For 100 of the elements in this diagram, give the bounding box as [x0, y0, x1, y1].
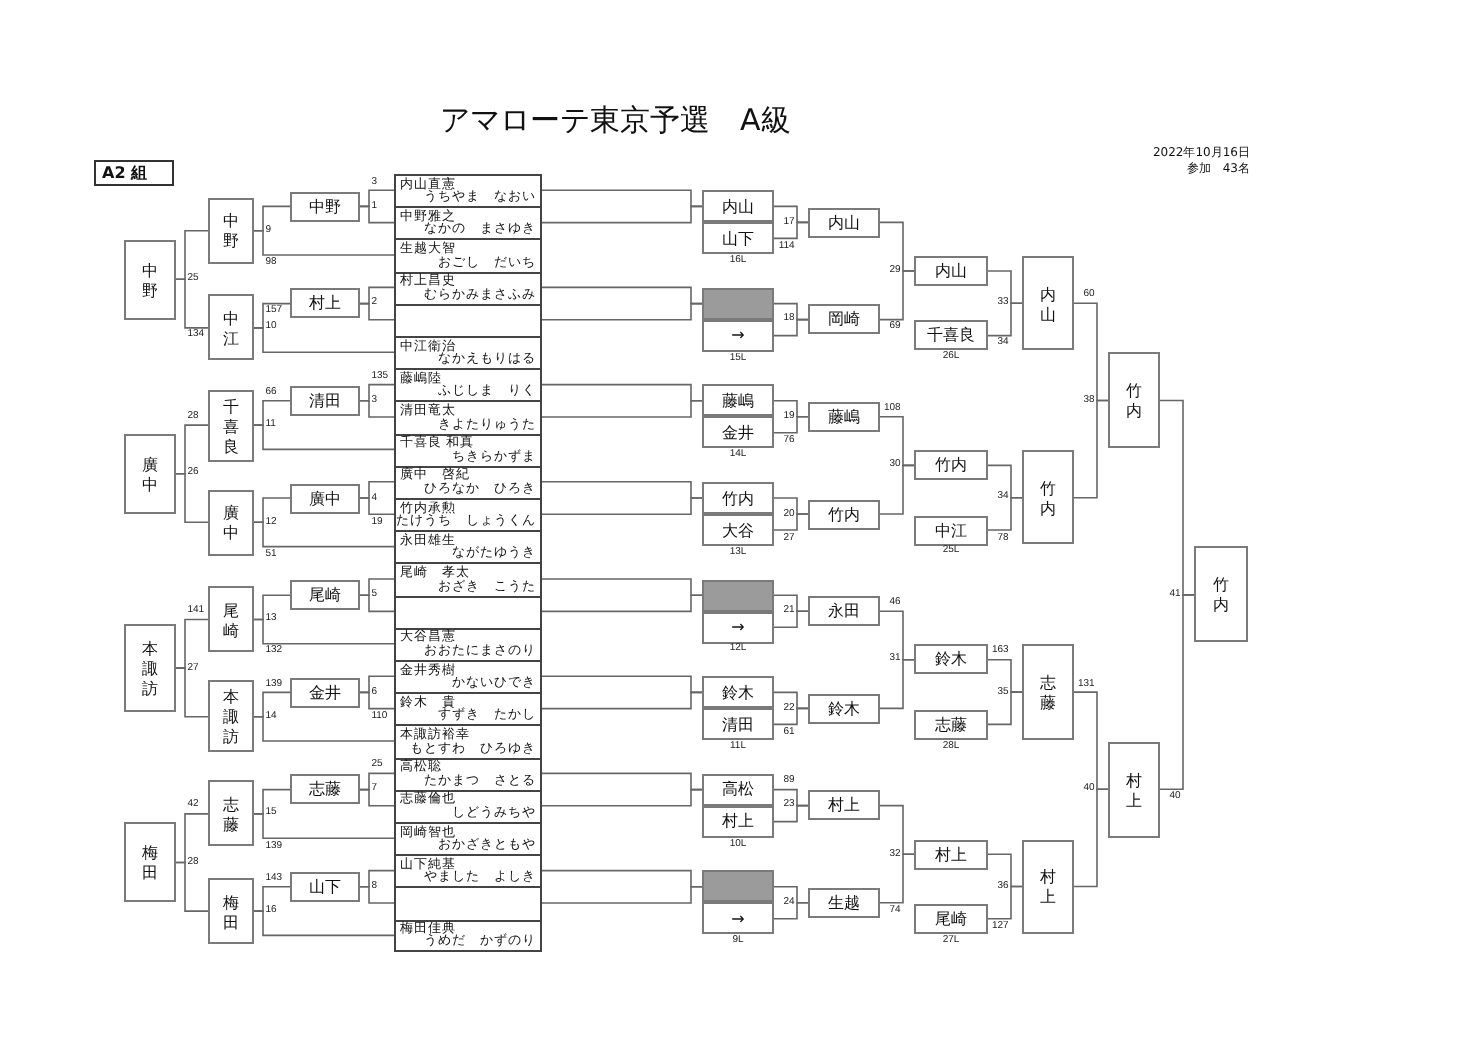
bracket-slot: 尾崎 [290, 580, 360, 611]
bracket-line [541, 400, 703, 418]
bracket-line [879, 270, 915, 321]
bracket-slot: 金井 [702, 416, 774, 449]
bracket-line [253, 910, 395, 937]
bracket-slot: 志藤 [208, 780, 254, 847]
bracket-slot: 永田 [808, 596, 880, 627]
bracket-slot: 廣中 [124, 433, 176, 514]
bracket-slot: 村上 [1022, 839, 1074, 934]
bracket-slot: 内山 [702, 190, 774, 223]
bracket-line [359, 400, 395, 418]
bracket-line [175, 861, 209, 912]
bracket-line [879, 853, 915, 904]
bracket-slot: → [702, 611, 774, 644]
bracket-slot: 竹内 [702, 482, 774, 514]
bracket-line [175, 472, 209, 524]
bracket-slot: → [702, 902, 774, 935]
bracket-line [1073, 788, 1109, 888]
player-row [394, 660, 542, 693]
bracket-slot: 村上 [290, 288, 360, 319]
player-row [394, 271, 542, 304]
bracket-slot: 村上 [808, 790, 880, 821]
bracket-slot: 高松 [702, 773, 774, 806]
bracket-line [541, 302, 703, 321]
bracket-slot: 中江 [914, 515, 988, 545]
empty-row [394, 595, 542, 628]
bracket-line [987, 691, 1023, 726]
page-title: アマローテ東京予選 A級 [440, 104, 791, 136]
bracket-slot: 竹内 [1108, 352, 1160, 449]
bracket-slot: 廣中 [290, 483, 360, 513]
bracket-slot: 尾崎 [208, 586, 254, 653]
bracket-line [773, 804, 809, 823]
bracket-line [773, 902, 809, 920]
player-row [394, 562, 542, 596]
bracket-line [1159, 594, 1195, 791]
bracket-slot: 清田 [290, 385, 360, 416]
bracket-slot: 藤嶋 [808, 401, 880, 432]
bracket-slot: 竹内 [914, 450, 988, 481]
bracket-slot: 大谷 [702, 514, 774, 546]
bracket-slot: 金井 [290, 677, 360, 708]
bracket-slot: 鈴木 [808, 693, 880, 724]
bracket-line [773, 513, 809, 531]
bracket-slot: 中野 [208, 197, 254, 264]
bracket-slot: 生越 [808, 887, 880, 918]
player-row [394, 433, 542, 466]
bracket-line [773, 416, 809, 434]
player-row [394, 498, 542, 531]
bracket-slot: 廣中 [208, 489, 254, 556]
bracket-line [987, 885, 1023, 920]
player-row [394, 174, 542, 207]
bracket-line [253, 327, 395, 353]
bracket-line [773, 610, 809, 628]
player-row [394, 757, 542, 790]
player-row [394, 368, 542, 401]
bracket-line [253, 521, 395, 548]
bracket-slot: 村上 [702, 805, 774, 838]
bracket-line [253, 618, 395, 645]
bye-slot [702, 287, 774, 320]
bracket-slot: 志藤 [914, 709, 988, 740]
bracket-slot: 本諏訪 [124, 624, 176, 713]
bracket-line [175, 278, 209, 329]
bracket-slot: 梅田 [124, 822, 176, 903]
bye-slot [702, 579, 774, 612]
bracket-line [879, 659, 915, 710]
bracket-line [773, 318, 809, 337]
bracket-slot: 梅田 [208, 878, 254, 945]
bracket-slot: 岡崎 [808, 304, 880, 335]
bracket-line [359, 497, 395, 515]
bracket-line [359, 302, 395, 321]
bracket-slot: 鈴木 [702, 676, 774, 709]
group-label: A2 組 [94, 160, 174, 186]
bracket-slot: 志藤 [1022, 644, 1074, 740]
bracket-slot: 村上 [914, 839, 988, 870]
player-row [394, 627, 542, 660]
bracket-slot: 竹内 [1194, 546, 1248, 643]
bracket-line [879, 464, 915, 515]
bracket-line [359, 691, 395, 710]
bracket-line [175, 667, 209, 718]
player-row [394, 854, 542, 887]
bracket-slot: 村上 [1108, 741, 1160, 838]
empty-row [394, 303, 542, 336]
player-row [394, 400, 542, 434]
player-row [394, 530, 542, 563]
bracket-slot: 千喜良 [914, 320, 988, 351]
player-row [394, 789, 542, 822]
player-row [394, 206, 542, 239]
bracket-slot: 竹内 [1022, 450, 1074, 545]
bracket-slot: → [702, 319, 774, 352]
bracket-slot: 中野 [290, 191, 360, 222]
bracket-line [359, 594, 395, 613]
bracket-line [987, 496, 1023, 531]
bracket-line [253, 715, 395, 742]
player-row [394, 919, 542, 952]
bracket-line [253, 813, 395, 839]
player-row [394, 336, 542, 369]
bracket-slot: 竹内 [808, 499, 880, 529]
player-row [394, 465, 542, 498]
bracket-line [253, 424, 395, 451]
bracket-slot: 中江 [208, 294, 254, 361]
bracket-slot: 山下 [290, 871, 360, 902]
